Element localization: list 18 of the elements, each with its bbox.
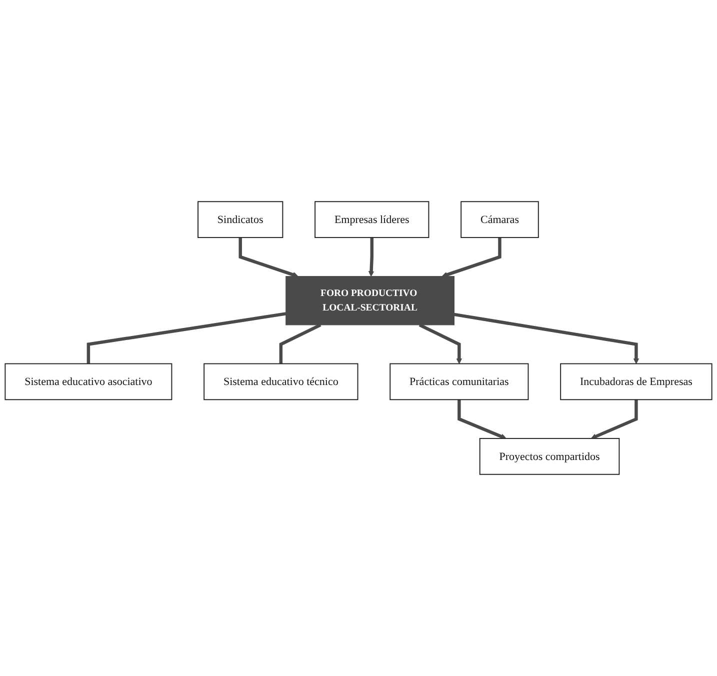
node-box: Empresas líderes <box>314 201 430 238</box>
node-box: Cámaras <box>460 201 539 238</box>
arrow <box>442 238 502 278</box>
node-box: Incubadoras de Empresas <box>560 363 712 400</box>
arrow <box>418 323 462 364</box>
arrow <box>238 238 298 278</box>
node-box: Sindicatos <box>198 201 284 238</box>
arrow <box>590 400 638 440</box>
node-box: Proyectos compartidos <box>479 438 620 475</box>
connector <box>279 323 322 364</box>
arrow <box>458 400 506 440</box>
node-box: Sistema educativo técnico <box>204 363 358 400</box>
node-box: Sistema educativo asociativo <box>4 363 172 400</box>
node-box: FORO PRODUCTIVO LOCAL-SECTORIAL <box>286 276 454 326</box>
arrow <box>368 238 374 277</box>
connector <box>86 312 286 364</box>
node-box: Prácticas comunitarias <box>390 363 529 400</box>
arrow <box>454 312 640 364</box>
